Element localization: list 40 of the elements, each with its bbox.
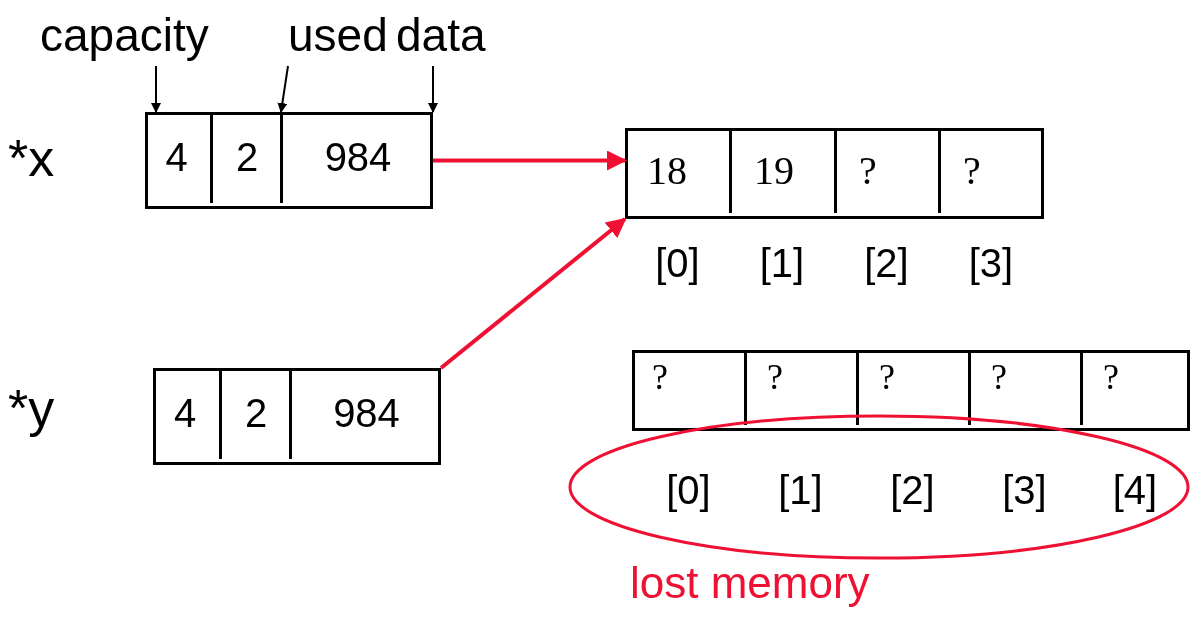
index-label: [2] [863,241,910,286]
leader-arrow [277,65,289,113]
pointer-arrow [439,217,627,370]
field-label: capacity [40,4,272,66]
memory-cell: 4 [145,112,208,203]
index-label: [1] [758,241,806,286]
memory-cell: 19 [729,128,835,213]
memory-cell: 2 [210,112,281,203]
memory-cell: ? [856,350,969,425]
record-box [153,368,441,465]
memory-cell: ? [632,350,742,425]
leader-arrow [428,65,438,113]
memory-cell: ? [744,350,857,425]
memory-cell: ? [1080,350,1190,425]
record-box [145,112,433,209]
field-label: used [288,4,388,66]
caption-text: lost memory [630,558,871,608]
pointer-label: *x [8,128,56,188]
memory-cell: ? [834,128,939,213]
memory-cell: ? [968,350,1081,425]
memory-cell: 2 [219,368,290,459]
pointer-label: *y [8,378,56,438]
index-label: [0] [665,468,712,513]
highlight-ellipse [568,414,1190,560]
pointer-arrow [433,150,627,171]
memory-cell: 984 [280,112,433,203]
index-label: [3] [967,241,1015,286]
memory-cell: 4 [153,368,217,459]
array-block [625,128,1044,219]
array-block [632,350,1190,431]
index-label: [3] [1001,468,1048,513]
memory-cell: ? [938,128,1044,213]
field-label: data [396,4,576,66]
memory-cell: 984 [289,368,441,459]
memory-cell: 18 [625,128,727,213]
index-label: [2] [889,468,936,513]
index-label: [4] [1111,468,1159,513]
leader-arrow [151,65,161,113]
index-label: [1] [777,468,824,513]
index-label: [0] [654,241,701,286]
